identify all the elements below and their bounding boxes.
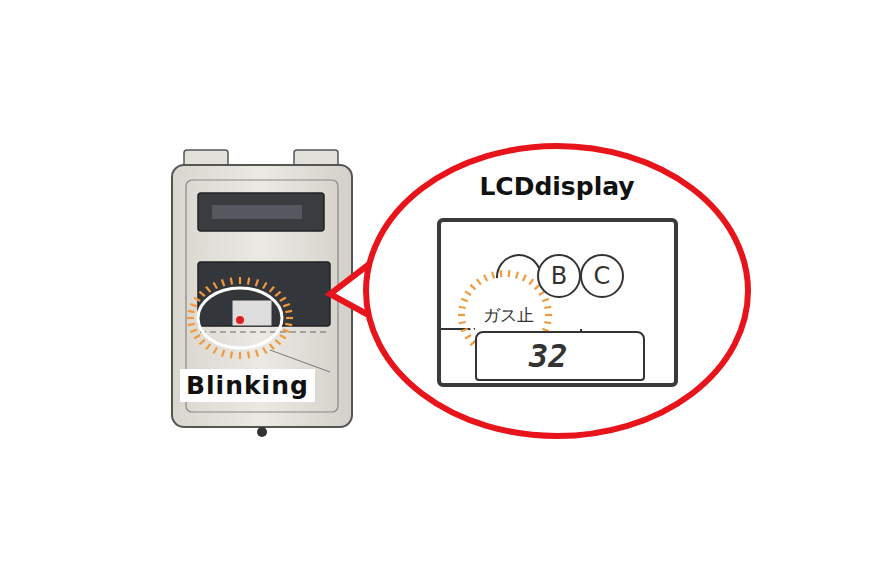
glow-stroke xyxy=(214,282,218,288)
glow-stroke xyxy=(286,317,293,319)
glow-stroke xyxy=(206,287,210,292)
callout-title: LCDdisplay xyxy=(361,172,753,201)
glow-stroke xyxy=(280,335,286,339)
status-label: Blinking xyxy=(180,369,315,402)
indicator-circle: C xyxy=(580,254,624,298)
glow-stroke xyxy=(535,285,540,290)
meter-outlet xyxy=(257,427,267,437)
glow-stroke xyxy=(539,335,545,339)
glow-stroke xyxy=(263,282,267,288)
glow-stroke xyxy=(239,277,241,284)
glow-stroke xyxy=(508,353,511,360)
glow-ring xyxy=(469,281,541,349)
glow-stroke xyxy=(222,350,224,357)
glow-ring xyxy=(198,288,282,348)
glow-stroke xyxy=(492,352,494,359)
blink-glow xyxy=(187,277,293,359)
glow-stroke xyxy=(470,285,475,290)
indicator-letter: C xyxy=(594,262,611,290)
indicator-circle-partial xyxy=(497,255,539,278)
segment-line xyxy=(441,328,475,330)
glow-stroke xyxy=(270,287,274,292)
segment-digits: 32 xyxy=(529,337,568,375)
glow-stroke xyxy=(465,291,471,295)
glow-stroke xyxy=(544,307,551,308)
glow-stroke xyxy=(275,340,280,344)
glow-stroke xyxy=(539,291,545,295)
glow-stroke xyxy=(239,352,241,359)
glow-stroke xyxy=(465,335,471,339)
glow-stroke xyxy=(188,324,195,325)
glow-stroke xyxy=(190,304,197,306)
counter-digits xyxy=(212,205,302,219)
glow-stroke xyxy=(214,347,218,353)
glow-stroke xyxy=(477,345,481,351)
glow-stroke xyxy=(263,347,267,353)
glow-stroke xyxy=(194,298,200,302)
glow-stroke xyxy=(516,272,518,279)
meter-lcd xyxy=(232,300,272,326)
glow-stroke xyxy=(484,349,487,355)
glow-stroke xyxy=(508,270,511,277)
glow-stroke xyxy=(283,330,290,332)
glow-stroke xyxy=(190,330,197,332)
segment-line xyxy=(580,329,582,342)
digit-frame: 32 xyxy=(475,331,645,381)
glow-stroke xyxy=(459,322,466,323)
glow-stroke xyxy=(270,344,274,349)
callout-bubble: BC 32 ガス止 LCDdisplay xyxy=(361,142,753,440)
glow-stroke xyxy=(529,279,533,285)
glow-stroke xyxy=(545,314,552,316)
glow-stroke xyxy=(222,279,224,286)
glow-stroke xyxy=(470,341,475,346)
glow-stroke xyxy=(477,279,481,285)
glow-stroke xyxy=(194,335,200,339)
glow-stroke xyxy=(231,278,232,285)
glow-stroke xyxy=(459,307,466,308)
glow-stroke xyxy=(199,292,204,296)
glow-stroke xyxy=(248,278,249,285)
indicator-circle: B xyxy=(537,254,581,298)
glow-stroke xyxy=(275,292,280,296)
glow-stroke xyxy=(544,322,551,323)
meter-seam xyxy=(200,332,330,333)
glow-stroke xyxy=(285,324,292,325)
glow-stroke xyxy=(492,272,494,279)
glow-stroke xyxy=(231,351,232,358)
meter-body xyxy=(172,165,352,427)
glow-stroke xyxy=(458,314,465,316)
glow-stroke xyxy=(256,350,258,357)
glow-stroke xyxy=(461,299,468,302)
gas-stop-indicator: ガス止 xyxy=(483,304,534,327)
counter-window xyxy=(198,193,324,231)
glow-stroke xyxy=(187,317,194,319)
glow-stroke xyxy=(280,298,286,302)
glow-stroke xyxy=(523,349,526,355)
glow-stroke xyxy=(188,311,195,312)
glow-stroke xyxy=(542,329,549,332)
glow-stroke xyxy=(529,345,533,351)
glow-stroke xyxy=(500,353,503,360)
glow-stroke xyxy=(248,351,249,358)
glow-stroke xyxy=(542,299,549,302)
glow-stroke xyxy=(484,275,487,281)
glow-stroke xyxy=(461,329,468,332)
glow-stroke xyxy=(199,340,204,344)
blinking-lamp xyxy=(236,316,244,324)
glow-stroke xyxy=(256,279,258,286)
glow-stroke xyxy=(283,304,290,306)
glow-stroke xyxy=(516,352,518,359)
indicator-letter: B xyxy=(551,262,567,290)
lcd-display: BC 32 ガス止 xyxy=(437,218,678,387)
glow-stroke xyxy=(500,270,503,277)
glow-stroke xyxy=(206,344,210,349)
blink-glow xyxy=(458,270,552,360)
glow-stroke xyxy=(535,341,540,346)
glow-stroke xyxy=(523,275,526,281)
glow-stroke xyxy=(285,311,292,312)
